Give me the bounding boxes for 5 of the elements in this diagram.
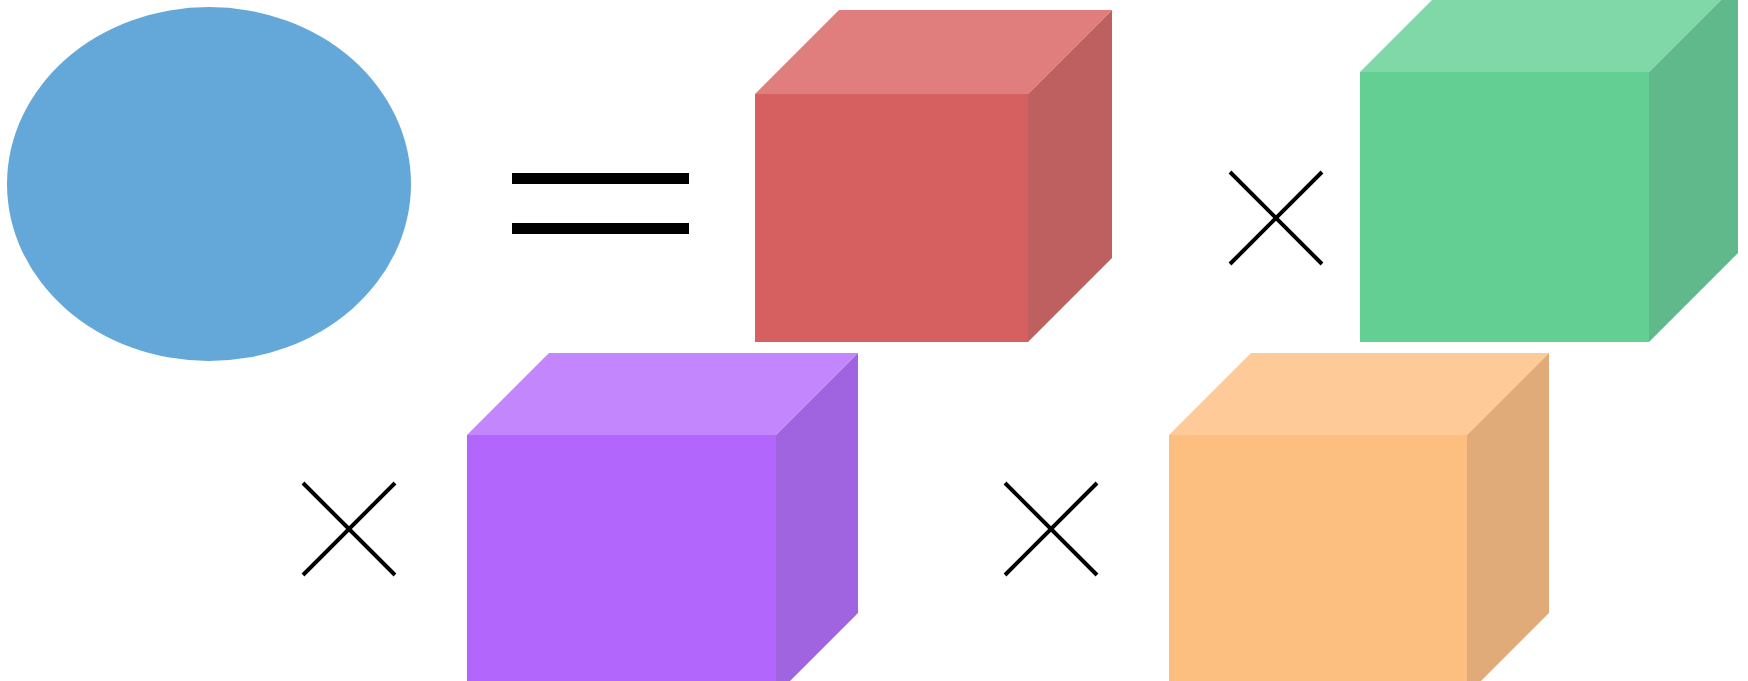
cube-shape — [1360, 0, 1738, 342]
cube-shape — [755, 10, 1112, 342]
cube-shape — [467, 353, 858, 681]
cube-shape — [1169, 353, 1549, 681]
ellipse-shape — [7, 7, 411, 361]
